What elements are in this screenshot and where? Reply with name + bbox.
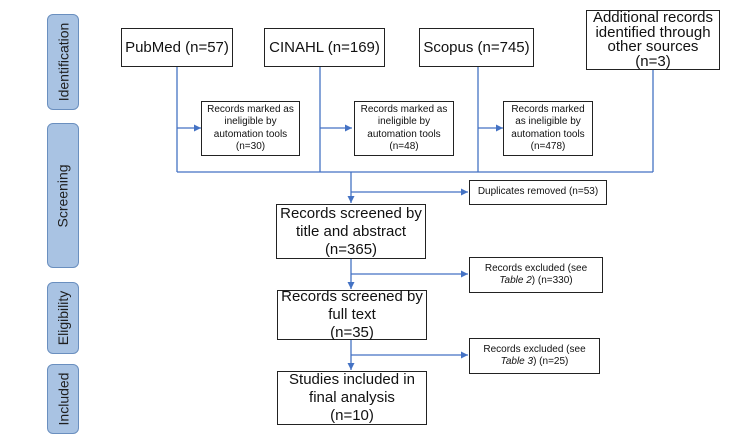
cinahl-ineligible-count: (n=48) bbox=[389, 141, 419, 152]
included-line-2: final analysis bbox=[309, 389, 395, 406]
pubmed-ineligible-count: (n=30) bbox=[235, 141, 266, 152]
pubmed-label: PubMed (n=57) bbox=[125, 38, 229, 56]
phase-screening: Screening bbox=[47, 123, 79, 268]
table2-reference: Table 2 bbox=[499, 275, 532, 286]
scopus-ineligible-line-1: Records marked bbox=[511, 103, 585, 115]
scopus-box: Scopus (n=745) bbox=[419, 28, 534, 67]
pubmed-ineligible-line-2: ineligible by bbox=[224, 116, 277, 127]
full-text-count: (n=35) bbox=[330, 324, 374, 341]
other-line-1: Additional records bbox=[592, 9, 714, 26]
pubmed-ineligible-line-3: automation tools bbox=[213, 128, 288, 140]
cinahl-label: CINAHL (n=169) bbox=[269, 38, 380, 56]
duplicates-label: Duplicates removed (n=53) bbox=[477, 186, 599, 198]
excluded-table2-box: Records excluded (see Table 2) (n=330) bbox=[469, 257, 603, 293]
scopus-ineligible-count: (n=478) bbox=[530, 141, 566, 152]
title-screen-line-2: title and abstract bbox=[295, 222, 407, 240]
other-sources-box: Additional records identified through ot… bbox=[586, 10, 720, 70]
table3-reference: Table 3 bbox=[500, 356, 534, 367]
full-text-line-1: Records screened by bbox=[281, 288, 423, 305]
cinahl-box: CINAHL (n=169) bbox=[264, 28, 385, 67]
scopus-label: Scopus (n=745) bbox=[423, 38, 530, 56]
phase-identification: Identification bbox=[47, 14, 79, 110]
scopus-ineligible-line-3: automation tools bbox=[511, 128, 585, 140]
excluded-table3-box: Records excluded (see Table 3) (n=25) bbox=[469, 338, 600, 374]
cinahl-ineligible-line-2: ineligible by bbox=[377, 116, 431, 127]
phase-included-label: Included bbox=[55, 372, 71, 426]
phase-included: Included bbox=[47, 364, 79, 434]
pubmed-box: PubMed (n=57) bbox=[121, 28, 233, 67]
title-screen-count: (n=365) bbox=[324, 240, 378, 258]
excluded-table3-line-1: Records excluded (see bbox=[483, 343, 586, 355]
other-line-4: (n=3) bbox=[635, 52, 671, 70]
excluded-table2-line-1: Records excluded (see bbox=[484, 262, 588, 274]
cinahl-ineligible-line-1: Records marked as bbox=[360, 103, 448, 115]
cinahl-ineligible-box: Records marked as ineligible by automati… bbox=[354, 101, 454, 156]
cinahl-ineligible-line-3: automation tools bbox=[367, 128, 441, 140]
excluded-table3-count: ) (n=25) bbox=[533, 356, 569, 367]
phase-eligibility: Eligibility bbox=[47, 282, 79, 354]
duplicates-box: Duplicates removed (n=53) bbox=[469, 180, 607, 205]
included-line-1: Studies included in bbox=[289, 371, 415, 388]
title-screen-line-1: Records screened by bbox=[280, 204, 422, 222]
phase-screening-label: Screening bbox=[55, 163, 72, 228]
pubmed-ineligible-box: Records marked as ineligible by automati… bbox=[201, 101, 300, 156]
included-studies-box: Studies included in final analysis (n=10… bbox=[277, 371, 427, 425]
included-count: (n=10) bbox=[330, 407, 374, 424]
scopus-ineligible-box: Records marked as ineligible by automati… bbox=[503, 101, 593, 156]
excluded-table2-line-2: Table 2) (n=330) bbox=[499, 275, 572, 288]
other-line-2: identified through bbox=[595, 23, 711, 41]
full-text-line-2: full text bbox=[328, 306, 376, 323]
phase-identification-label: Identification bbox=[55, 22, 72, 102]
phase-eligibility-label: Eligibility bbox=[55, 290, 71, 346]
full-text-screen-box: Records screened by full text (n=35) bbox=[277, 288, 427, 341]
excluded-table2-count: ) (n=330) bbox=[531, 275, 573, 286]
pubmed-ineligible-line-1: Records marked as bbox=[207, 103, 294, 115]
scopus-ineligible-line-2: as ineligible by bbox=[515, 116, 581, 127]
excluded-table3-line-2: Table 3) (n=25) bbox=[501, 356, 569, 369]
title-abstract-screen-box: Records screened by title and abstract (… bbox=[276, 204, 426, 259]
other-line-3: other sources bbox=[607, 38, 699, 55]
